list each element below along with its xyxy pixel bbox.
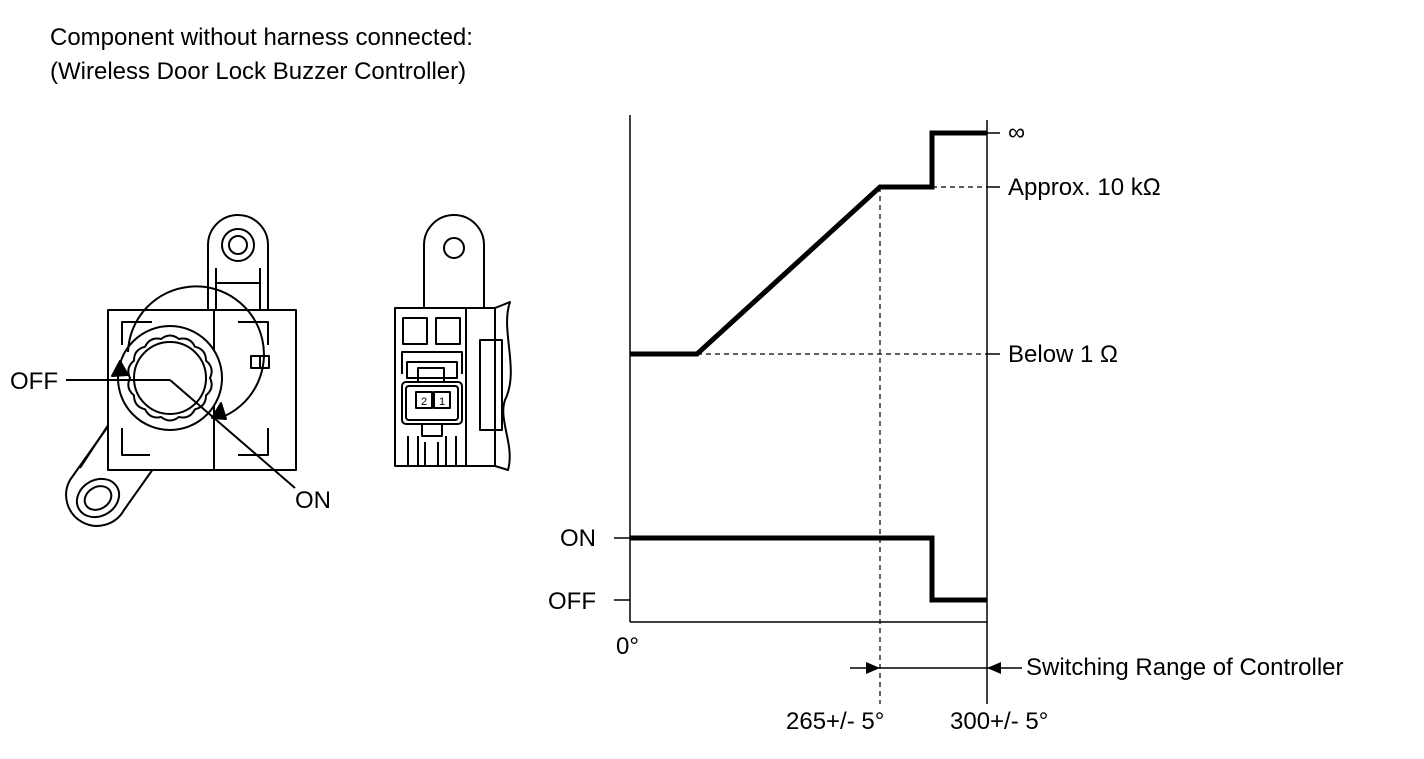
connector-pin-2: 2: [421, 396, 427, 408]
switching-range-dimension: [850, 662, 1022, 674]
angle-300-label: 300+/- 5°: [950, 708, 1049, 735]
header-line-1: Component without harness connected:: [50, 24, 473, 51]
switching-range-label: Switching Range of Controller: [1026, 654, 1344, 681]
approx-10k-label: Approx. 10 kΩ: [1008, 174, 1161, 201]
controller-side-view: 2 1: [394, 214, 512, 471]
controller-component: [65, 214, 297, 527]
rotation-arrow: [111, 285, 265, 420]
switch-off-label: OFF: [548, 588, 596, 615]
switch-on-label: ON: [560, 525, 596, 552]
resistance-graph: [614, 115, 1022, 704]
angle-265-label: 265+/- 5°: [786, 708, 885, 735]
switch-state-curve: [630, 535, 987, 603]
below-1ohm-label: Below 1 Ω: [1008, 341, 1118, 368]
on-label: ON: [295, 487, 331, 514]
origin-label: 0°: [616, 633, 639, 660]
rotor-gear: [117, 325, 223, 431]
off-label: OFF: [10, 368, 58, 395]
infinity-label: ∞: [1008, 119, 1026, 146]
harness-connector: [401, 351, 463, 466]
on-leader-line: [169, 379, 296, 489]
connector-pin-1: 1: [439, 396, 445, 408]
header-line-2: (Wireless Door Lock Buzzer Controller): [50, 58, 467, 85]
resistance-curve: [630, 130, 987, 357]
top-mounting-tab: [207, 214, 269, 310]
